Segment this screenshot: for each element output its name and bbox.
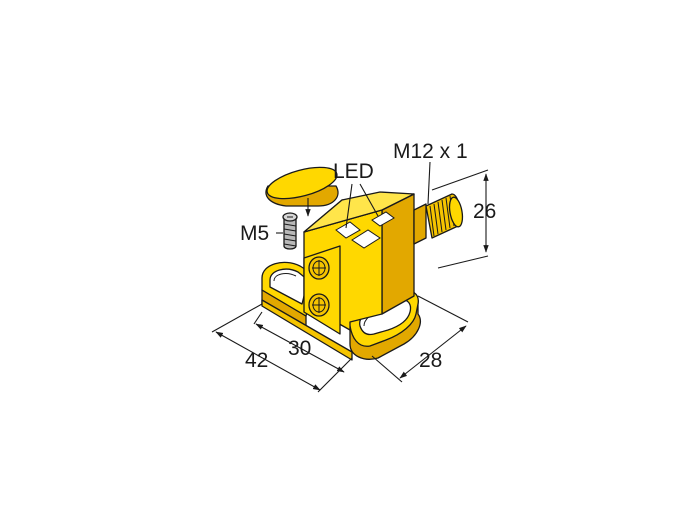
led-label: LED: [333, 160, 374, 183]
length-mount-dimension: [253, 311, 345, 373]
thread-label: M12 x 1: [393, 140, 468, 163]
m5-screw: [282, 212, 298, 250]
cover-cap: [265, 166, 339, 217]
height-dimension: [431, 169, 489, 269]
height-label: 26: [473, 200, 496, 223]
length-total-label: 42: [245, 349, 268, 372]
sensing-face-lower: [308, 293, 330, 317]
sensing-face-upper: [308, 256, 330, 280]
width-dimension: [371, 295, 469, 383]
width-label: 28: [419, 349, 442, 372]
led-leader-lines: [345, 183, 379, 229]
m12-leader-line: [427, 161, 431, 205]
screw-label: M5: [240, 222, 269, 245]
length-mount-label: 30: [288, 337, 311, 360]
m12-connector: [413, 193, 464, 245]
